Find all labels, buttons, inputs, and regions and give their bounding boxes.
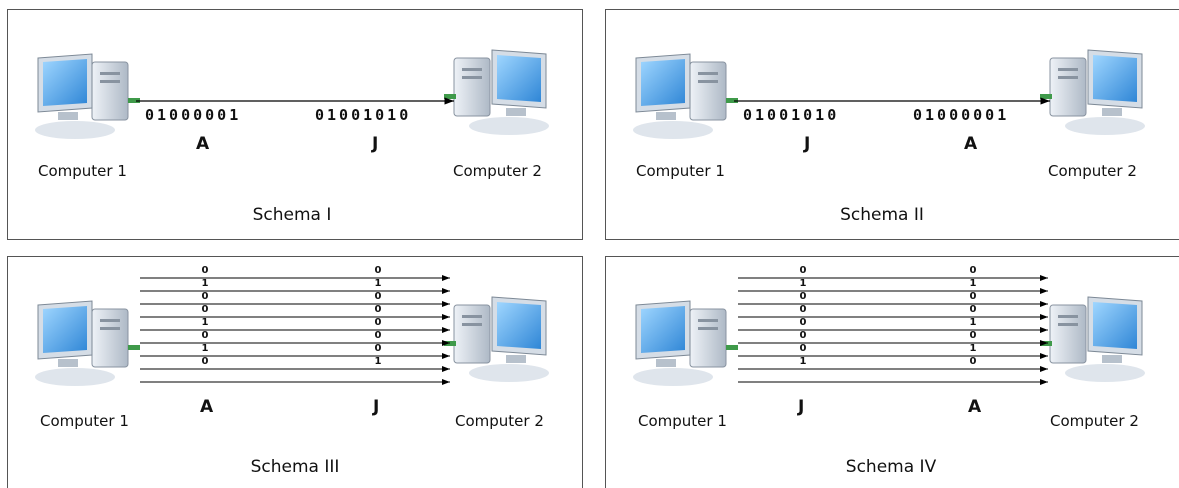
schema-title: Schema II xyxy=(840,205,924,225)
computer-2-label: Computer 2 xyxy=(455,412,544,430)
lane-bit-left: 0 xyxy=(799,265,807,276)
lane-bit-left: 0 xyxy=(799,343,807,354)
lane-bit-right: 1 xyxy=(969,343,977,354)
computer-1-label: Computer 1 xyxy=(40,412,129,430)
right-character: A xyxy=(964,134,978,154)
schema-panel-1: 01000001 01001010 A J Computer 1 Compute… xyxy=(7,9,583,240)
lane-bit-right: 0 xyxy=(374,265,382,276)
parallel-lanes xyxy=(738,275,1048,385)
schema-panel-2: 01001010 01000001 J A Computer 1 Compute… xyxy=(605,9,1179,240)
computer-1-label: Computer 1 xyxy=(636,162,725,180)
lane-bit-left: 1 xyxy=(201,343,209,354)
lane-bit-right: 1 xyxy=(374,356,382,367)
right-character: J xyxy=(372,134,379,154)
lane-bit-left: 0 xyxy=(799,304,807,315)
computer-2-icon xyxy=(444,46,554,136)
lane-bit-left: 0 xyxy=(201,356,209,367)
connection-line xyxy=(734,97,1050,105)
parallel-lanes xyxy=(140,275,450,385)
lane-bit-right: 0 xyxy=(969,304,977,315)
lane-bit-right: 0 xyxy=(374,291,382,302)
computer-2-icon xyxy=(1040,293,1150,383)
lane-bit-right: 1 xyxy=(969,317,977,328)
lane-bit-left: 0 xyxy=(799,291,807,302)
right-bit-string: 01001010 xyxy=(315,106,412,124)
lane-bit-right: 1 xyxy=(374,278,382,289)
lane-bit-right: 0 xyxy=(969,356,977,367)
lane-bit-left: 0 xyxy=(201,304,209,315)
lane-bit-left: 0 xyxy=(799,317,807,328)
lane-bit-left: 1 xyxy=(201,278,209,289)
computer-2-label: Computer 2 xyxy=(1050,412,1139,430)
left-bit-string: 01000001 xyxy=(145,106,242,124)
left-character: J xyxy=(798,397,805,417)
schema-title: Schema III xyxy=(250,457,340,477)
left-bit-string: 01001010 xyxy=(743,106,840,124)
right-bit-string: 01000001 xyxy=(913,106,1010,124)
lane-bit-left: 0 xyxy=(201,265,209,276)
right-character: A xyxy=(968,397,982,417)
computer-2-icon xyxy=(1040,46,1150,136)
lane-bit-right: 0 xyxy=(374,317,382,328)
lane-bit-left: 0 xyxy=(799,330,807,341)
lane-bit-right: 0 xyxy=(969,330,977,341)
computer-1-icon xyxy=(628,297,738,387)
lane-bit-right: 0 xyxy=(374,330,382,341)
computer-2-label: Computer 2 xyxy=(1048,162,1137,180)
lane-bit-right: 0 xyxy=(969,265,977,276)
computer-1-label: Computer 1 xyxy=(638,412,727,430)
lane-bit-right: 0 xyxy=(374,304,382,315)
left-character: A xyxy=(200,397,214,417)
computer-2-label: Computer 2 xyxy=(453,162,542,180)
computer-1-label: Computer 1 xyxy=(38,162,127,180)
lane-bit-right: 0 xyxy=(374,343,382,354)
computer-1-icon xyxy=(30,50,140,140)
computer-1-icon xyxy=(30,297,140,387)
left-character: J xyxy=(804,134,811,154)
lane-bit-left: 0 xyxy=(201,291,209,302)
lane-bit-left: 1 xyxy=(201,317,209,328)
computer-1-icon xyxy=(628,50,738,140)
left-character: A xyxy=(196,134,210,154)
lane-bit-left: 0 xyxy=(201,330,209,341)
lane-bit-right: 1 xyxy=(969,278,977,289)
schema-panel-4: 0 1 0 0 0 0 0 1 0 1 0 0 1 0 1 0 J A Comp… xyxy=(605,256,1179,488)
lane-bit-left: 1 xyxy=(799,278,807,289)
lane-bit-right: 0 xyxy=(969,291,977,302)
computer-2-icon xyxy=(444,293,554,383)
connection-line xyxy=(136,97,454,105)
schema-title: Schema IV xyxy=(845,457,937,477)
schema-panel-3: 0 1 0 0 1 0 1 0 0 1 0 0 0 0 0 1 A J Comp… xyxy=(7,256,583,488)
lane-bit-left: 1 xyxy=(799,356,807,367)
schema-title: Schema I xyxy=(252,205,332,225)
right-character: J xyxy=(373,397,380,417)
